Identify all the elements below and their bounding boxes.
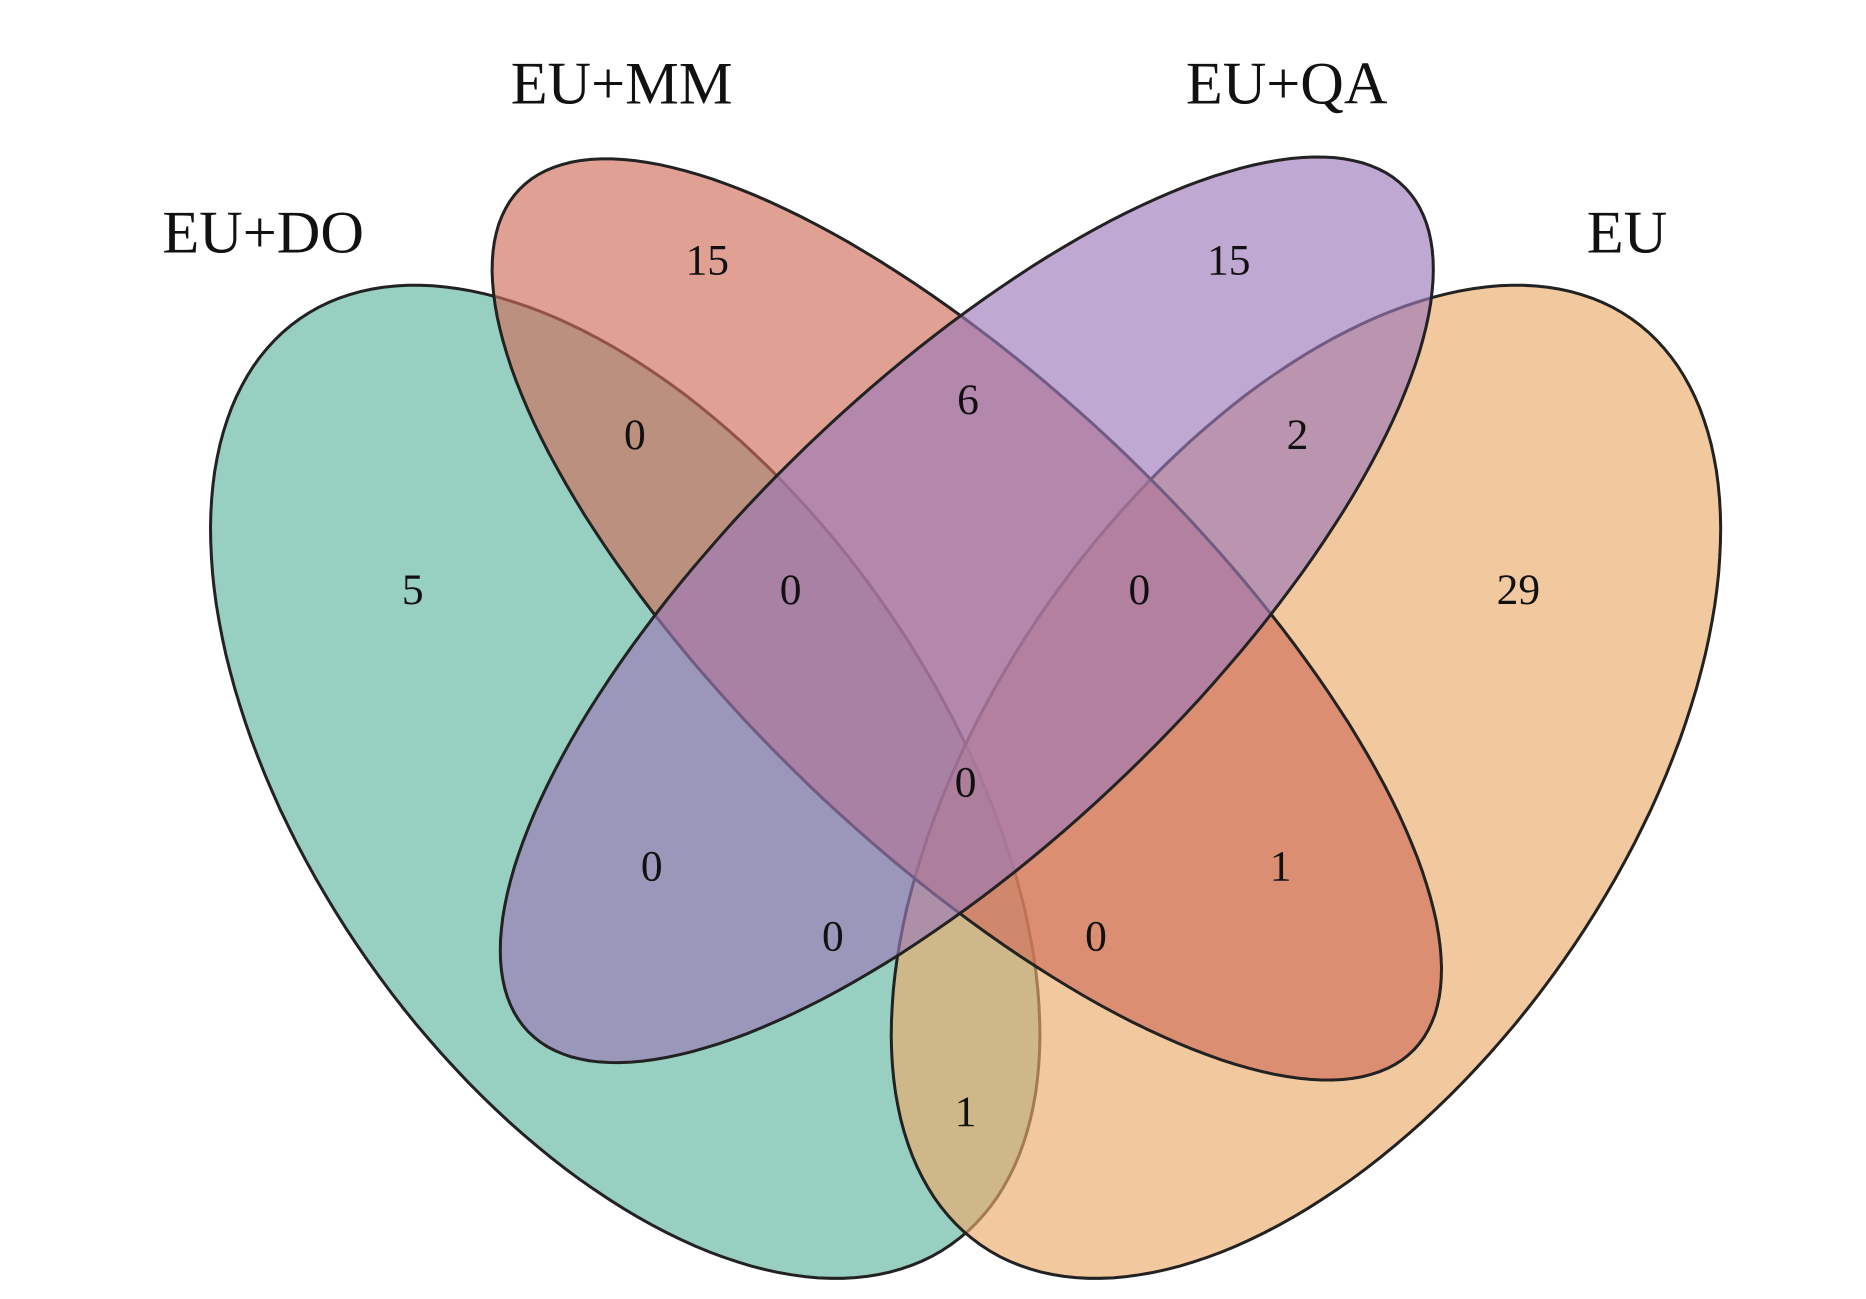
region-count-qa-eu: 2 — [1287, 411, 1309, 459]
region-count-all: 0 — [955, 759, 977, 807]
set-label-eu-mm: EU+MM — [511, 51, 733, 118]
region-count-only-eu: 29 — [1497, 566, 1540, 614]
set-label-eu: EU — [1587, 200, 1667, 267]
region-count-only-do: 5 — [402, 566, 424, 614]
region-count-do-qa-eu: 0 — [822, 913, 844, 961]
set-ellipse-eu-qa — [498, 155, 1435, 1065]
region-count-do-mm: 0 — [624, 411, 646, 459]
region-count-mm-qa-eu: 0 — [1129, 566, 1151, 614]
region-count-only-mm: 15 — [686, 237, 729, 285]
set-label-eu-qa: EU+QA — [1186, 51, 1388, 118]
region-count-mm-eu: 1 — [1270, 843, 1292, 891]
region-count-mm-qa: 6 — [957, 376, 979, 424]
region-count-do-mm-qa: 0 — [780, 566, 802, 614]
region-count-do-qa: 0 — [641, 843, 663, 891]
set-label-eu-do: EU+DO — [162, 200, 364, 267]
region-count-do-mm-eu: 0 — [1085, 913, 1107, 961]
region-count-do-eu: 1 — [955, 1088, 977, 1136]
region-count-only-qa: 15 — [1207, 237, 1250, 285]
